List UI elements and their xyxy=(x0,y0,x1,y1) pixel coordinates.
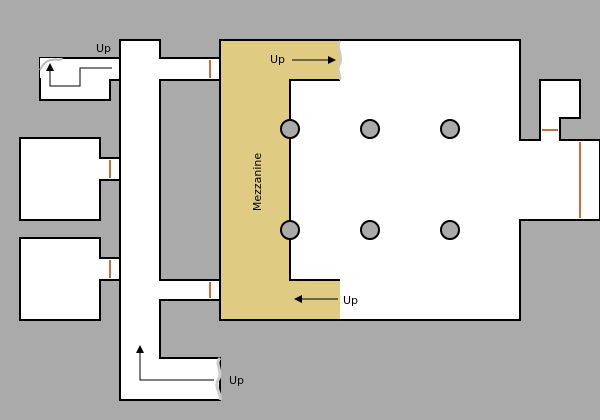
label-up-top-left: Up xyxy=(96,42,111,55)
corridor xyxy=(119,39,221,401)
column xyxy=(440,220,460,240)
label-up-mezz-top: Up xyxy=(270,53,285,66)
column xyxy=(360,220,380,240)
stair-arrow-bottom xyxy=(136,345,214,381)
column xyxy=(440,119,460,139)
mezzanine-edge xyxy=(289,79,340,281)
mezzanine-area xyxy=(221,41,342,319)
stair-gap-edge xyxy=(39,57,63,71)
stair-arrow-top-left xyxy=(46,63,112,87)
room-left-upper xyxy=(19,137,121,221)
room-left-lower xyxy=(19,237,121,321)
column xyxy=(280,220,300,240)
label-up-mezz-bottom: Up xyxy=(343,294,358,307)
label-up-bottom: Up xyxy=(229,374,244,387)
column xyxy=(360,119,380,139)
mezzanine-top-break xyxy=(337,40,343,81)
column xyxy=(280,119,300,139)
bottom-stair-break xyxy=(215,356,222,401)
label-mezzanine: Mezzanine xyxy=(251,153,264,212)
main-hall xyxy=(219,39,600,321)
